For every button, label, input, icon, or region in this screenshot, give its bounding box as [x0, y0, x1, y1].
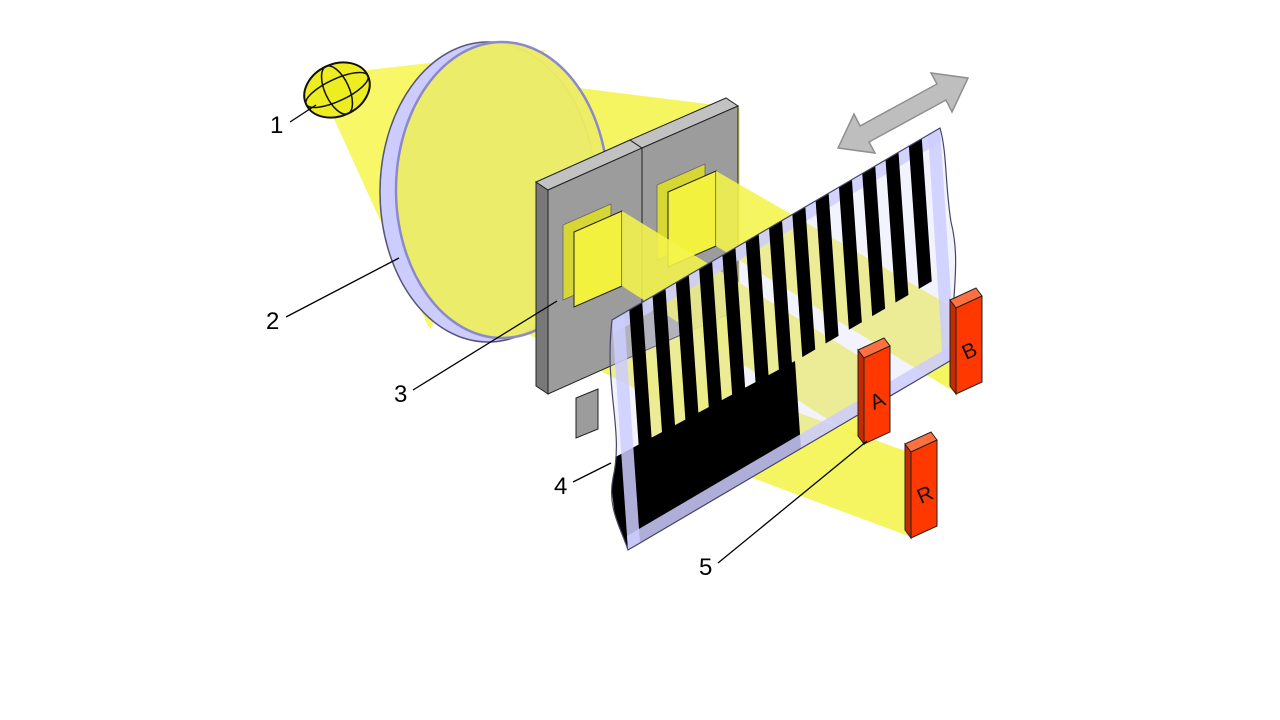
mask-left-side-face — [535, 181, 549, 395]
leader-line-5 — [717, 440, 868, 564]
callout-2-lens: 2 — [266, 308, 279, 335]
callout-4-code-strip: 4 — [554, 473, 567, 500]
code-strip-stripe — [838, 179, 862, 330]
detector-r-side-face — [904, 442, 912, 540]
code-strip-stripe-pattern — [629, 138, 932, 453]
leader-line-3 — [412, 300, 558, 391]
code-strip-stripe — [815, 193, 839, 344]
detector-b-side-face — [949, 298, 957, 396]
code-strip-stripe — [885, 152, 909, 303]
code-strip-stripe — [769, 220, 792, 371]
leader-line-2 — [285, 257, 400, 318]
photodetector-b: B — [949, 287, 983, 396]
light-source — [303, 61, 371, 119]
lamp-meridian-horizontal — [305, 71, 369, 109]
code-strip-black-zone — [610, 361, 801, 550]
leader-line-4 — [572, 462, 612, 483]
code-strip-left-end — [612, 313, 640, 550]
leader-line-1 — [289, 104, 317, 123]
detector-b-front-face — [955, 295, 983, 395]
code-strip-stripe — [675, 275, 699, 426]
beam-to-detector-a — [622, 211, 864, 443]
code-strip-stripe — [745, 234, 769, 385]
code-strip-stripe — [792, 206, 816, 358]
callout-5-detectors: 5 — [699, 554, 712, 581]
code-strip-right-end — [928, 128, 955, 365]
lamp-meridian-vertical — [320, 65, 354, 115]
detector-a-side-face — [857, 348, 865, 446]
code-strip-stripe — [629, 302, 653, 453]
code-strip-stripe — [722, 247, 746, 398]
code-strip-stripe — [862, 165, 886, 317]
detector-r-front-face — [910, 439, 938, 539]
code-strip-stripe — [652, 288, 676, 439]
mask-holder-post — [575, 388, 599, 439]
callout-1-light-source: 1 — [270, 112, 283, 139]
code-strip-stripe — [908, 138, 932, 289]
photodetector-a: A — [857, 337, 891, 446]
movement-double-arrow — [836, 72, 970, 154]
callout-3-mask: 3 — [394, 381, 407, 408]
code-strip-stripe — [699, 261, 723, 412]
detector-a-front-face — [863, 345, 891, 445]
photodetector-r: R — [904, 431, 938, 540]
